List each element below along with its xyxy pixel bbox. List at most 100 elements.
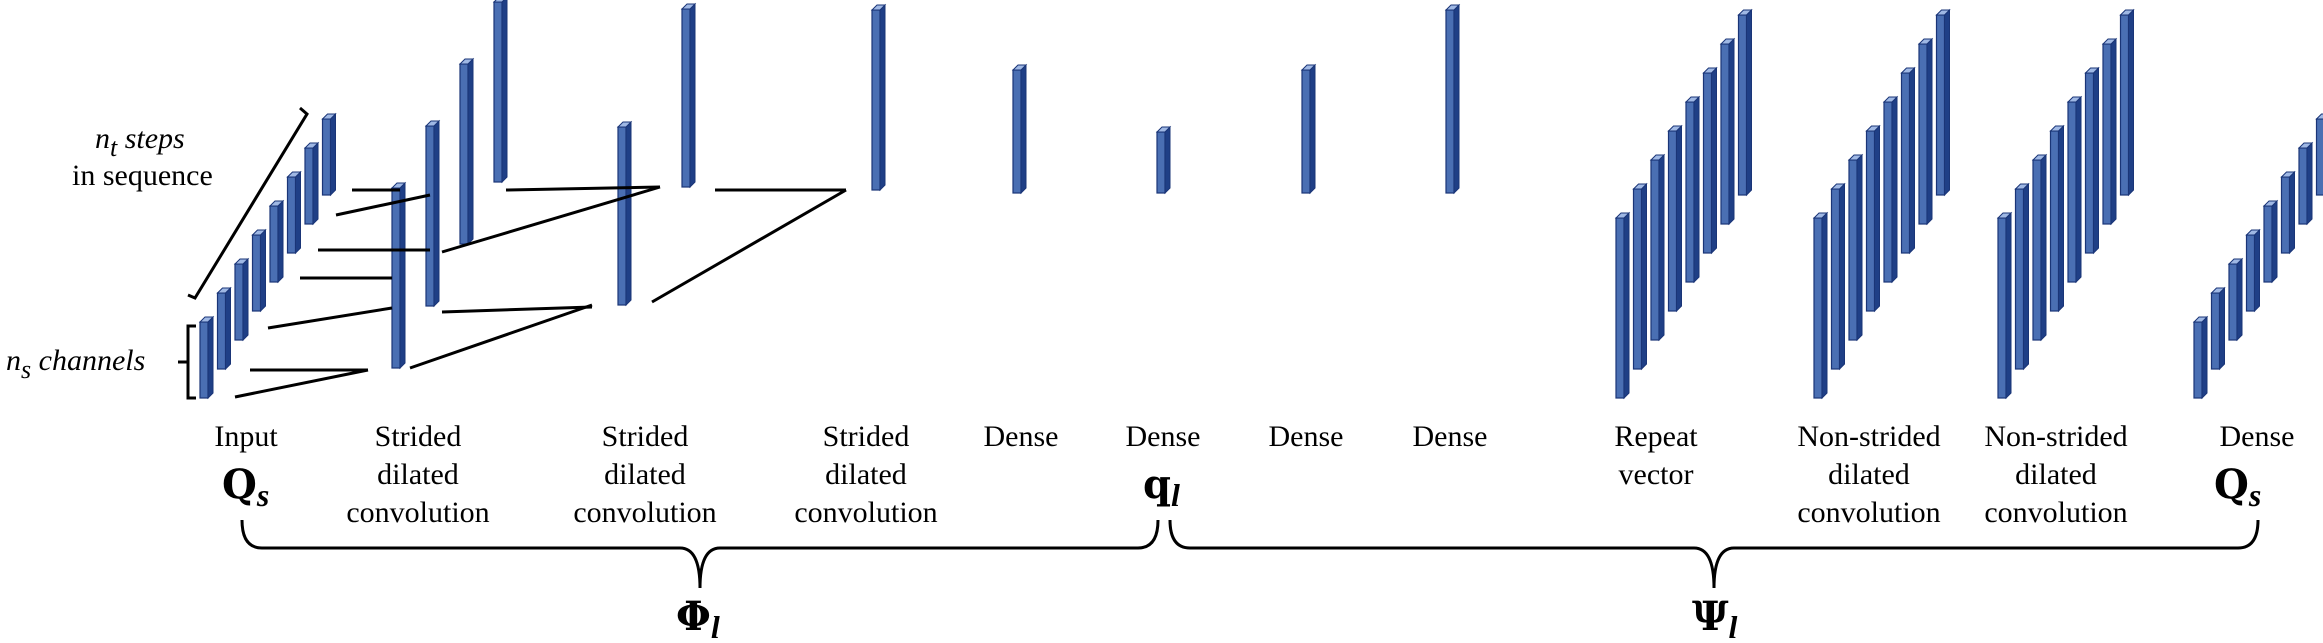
layer-bar — [1830, 182, 1846, 371]
layer-bar — [2031, 153, 2048, 342]
nt-steps-label-line2: in sequence — [72, 159, 213, 192]
layer-bar — [1444, 3, 1461, 195]
encoder-symbol: Φl — [676, 593, 720, 643]
layer-bar — [1900, 66, 1916, 255]
layer-label: convolution — [346, 496, 489, 529]
layer-bar — [2084, 66, 2100, 255]
connection-lines — [234, 185, 847, 399]
layer-bar — [870, 3, 887, 192]
connection-line — [441, 305, 593, 314]
input-symbol: Qs — [222, 461, 269, 513]
ns-channels-annotation: ns channels — [6, 324, 196, 400]
math-symbols: Qs ql Qs Φl Ψl — [222, 461, 2261, 643]
layer-label: convolution — [794, 496, 937, 529]
layer-label: convolution — [573, 496, 716, 529]
layer-bar — [2315, 113, 2323, 196]
layer-bar — [1996, 211, 2013, 400]
layer-label: convolution — [1984, 496, 2127, 529]
layer-bar — [2262, 199, 2279, 284]
connection-line — [409, 303, 593, 370]
output-symbol: Qs — [2214, 461, 2261, 513]
layer-bar — [1812, 211, 1829, 400]
layer-bar — [1847, 153, 1864, 342]
layer-bar — [390, 181, 407, 370]
layer-bar — [233, 257, 250, 342]
layer-label: Input — [214, 420, 278, 453]
connection-line — [651, 188, 847, 304]
layer-bar — [268, 199, 285, 284]
layer-bar — [458, 57, 475, 246]
layer-label: Dense — [2220, 420, 2295, 453]
layer-label: Non-strided — [1984, 420, 2127, 453]
layer-bar — [2297, 141, 2314, 226]
layer-label: Dense — [1126, 420, 1201, 453]
layer-bar — [321, 112, 337, 197]
layer-bars — [198, 0, 2323, 400]
layer-bar — [2014, 182, 2030, 371]
ns-bracket — [178, 324, 196, 400]
layer-bar — [492, 0, 508, 184]
layer-label: Strided — [602, 420, 689, 453]
decoder-symbol: Ψl — [1692, 593, 1738, 643]
layer-bar — [198, 315, 215, 400]
layer-bar — [616, 120, 633, 307]
layer-label: Dense — [1269, 420, 1344, 453]
connection-line — [267, 306, 393, 330]
layer-label: vector — [1619, 458, 1694, 491]
layer-label: Repeat — [1614, 420, 1698, 453]
layer-label: Strided — [375, 420, 462, 453]
latent-symbol: ql — [1143, 461, 1180, 513]
layer-bar — [1865, 124, 1881, 313]
layer-bar — [286, 170, 302, 255]
layer-bar — [1684, 95, 1701, 284]
layer-bar — [2119, 8, 2135, 197]
layer-bar — [1917, 37, 1934, 226]
layer-bar — [1702, 66, 1718, 255]
layer-bar — [2245, 228, 2261, 313]
layer-bar — [2101, 37, 2118, 226]
nt-steps-label: nt steps — [95, 122, 185, 162]
layer-label: Dense — [1413, 420, 1488, 453]
layer-label: dilated — [377, 458, 459, 491]
layer-bar — [1155, 125, 1172, 195]
nt-bracket — [187, 106, 309, 300]
connection-line — [441, 185, 661, 254]
layer-bar — [303, 141, 320, 226]
ns-channels-label: ns channels — [6, 344, 145, 384]
layer-label: Strided — [823, 420, 910, 453]
layer-bar — [2227, 257, 2244, 342]
layer-bar — [2049, 124, 2065, 313]
layer-label: convolution — [1797, 496, 1940, 529]
layer-bar — [1882, 95, 1899, 284]
layer-bar — [1935, 8, 1951, 197]
layer-bar — [1614, 211, 1631, 400]
layer-bar — [2192, 315, 2209, 400]
layer-bar — [251, 228, 267, 313]
encoder-brace — [240, 519, 1160, 589]
layer-labels: Input Strided dilated convolution Strided dil… — [214, 420, 2294, 529]
decoder-brace — [1168, 519, 2260, 589]
layer-bar — [1737, 8, 1753, 197]
layer-bar — [1011, 63, 1028, 195]
layer-label: dilated — [604, 458, 686, 491]
layer-bar — [680, 2, 697, 189]
grouping-braces — [240, 519, 2260, 589]
layer-label: Non-strided — [1797, 420, 1940, 453]
layer-label: Dense — [984, 420, 1059, 453]
layer-label: dilated — [825, 458, 907, 491]
layer-label: dilated — [2015, 458, 2097, 491]
layer-bar — [424, 119, 441, 308]
layer-bar — [2210, 286, 2226, 371]
layer-bar — [216, 286, 232, 371]
connection-line — [505, 185, 661, 192]
connection-line — [335, 193, 431, 217]
layer-bar — [1300, 63, 1317, 195]
nt-steps-annotation: nt steps in sequence — [72, 106, 309, 300]
layer-bar — [2066, 95, 2083, 284]
layer-bar — [1719, 37, 1736, 226]
layer-label: dilated — [1828, 458, 1910, 491]
layer-bar — [1632, 182, 1648, 371]
layer-bar — [2280, 170, 2296, 255]
layer-bar — [1649, 153, 1666, 342]
